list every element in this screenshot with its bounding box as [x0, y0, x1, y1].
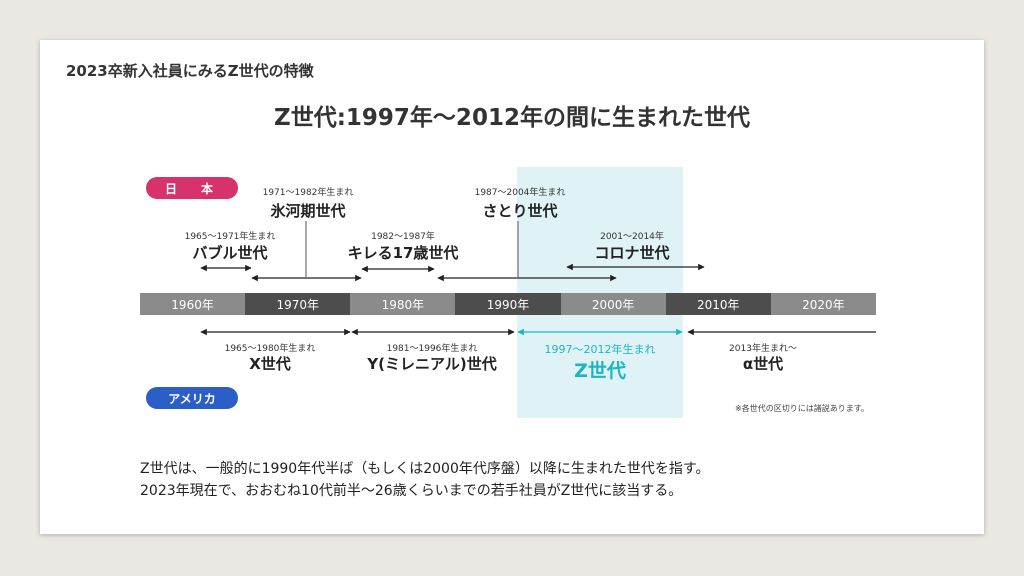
timeline-segment: 1970年 — [245, 293, 351, 315]
x-range: 1965〜1980年生まれ — [224, 344, 316, 354]
japan-label: 日 本 — [146, 177, 238, 199]
hyogaki-range: 1971〜1982年生まれ — [262, 188, 354, 198]
kireru-name: キレる17歳世代 — [347, 244, 459, 262]
z-range: 1997〜2012年生まれ — [544, 343, 656, 356]
hyogaki-name: 氷河期世代 — [270, 202, 346, 220]
main-title: Z世代:1997年〜2012年の間に生まれた世代 — [274, 105, 750, 131]
connector-lines — [200, 221, 876, 336]
corona-name: コロナ世代 — [594, 244, 670, 262]
alpha-range: 2013年生まれ〜 — [729, 344, 797, 354]
page-title: 2023卒新入社員にみるZ世代の特徴 — [66, 62, 314, 80]
timeline-segment: 1980年 — [350, 293, 456, 315]
corona-range: 2001〜2014年 — [600, 232, 664, 242]
timeline-bar: 1960年 1970年 1980年 1990年 2000年 2010年 2020… — [140, 293, 876, 315]
z-generation-highlight — [517, 167, 683, 418]
timeline-segment: 2000年 — [560, 293, 666, 315]
timeline-segment: 1960年 — [140, 293, 246, 315]
timeline-segment: 1990年 — [455, 293, 561, 315]
alpha-name: α世代 — [742, 355, 784, 373]
bubble-name: バブル世代 — [192, 244, 268, 262]
satori-name: さとり世代 — [482, 202, 558, 220]
x-name: X世代 — [249, 355, 291, 373]
z-name: Z世代 — [574, 360, 626, 382]
y-range: 1981〜1996年生まれ — [386, 344, 478, 354]
timeline-segment: 2020年 — [770, 293, 876, 315]
bubble-range: 1965〜1971年生まれ — [184, 232, 276, 242]
satori-range: 1987〜2004年生まれ — [474, 188, 566, 198]
america-label: アメリカ — [146, 387, 238, 409]
bottom-text-line-1: Z世代は、一般的に1990年代半ば（もしくは2000年代序盤）以降に生まれた世代… — [140, 461, 710, 477]
kireru-range: 1982〜1987年 — [371, 232, 435, 242]
y-name: Y(ミレニアル)世代 — [367, 355, 497, 373]
timeline-segment: 2010年 — [665, 293, 771, 315]
bottom-text-line-2: 2023年現在で、おおむね10代前半〜26歳くらいまでの若手社員がZ世代に該当す… — [140, 483, 683, 499]
footnote: ※各世代の区切りには諸説あります。 — [735, 404, 869, 413]
slide: 2023卒新入社員にみるZ世代の特徴 Z世代:1997年〜2012年の間に生まれ… — [40, 40, 984, 534]
